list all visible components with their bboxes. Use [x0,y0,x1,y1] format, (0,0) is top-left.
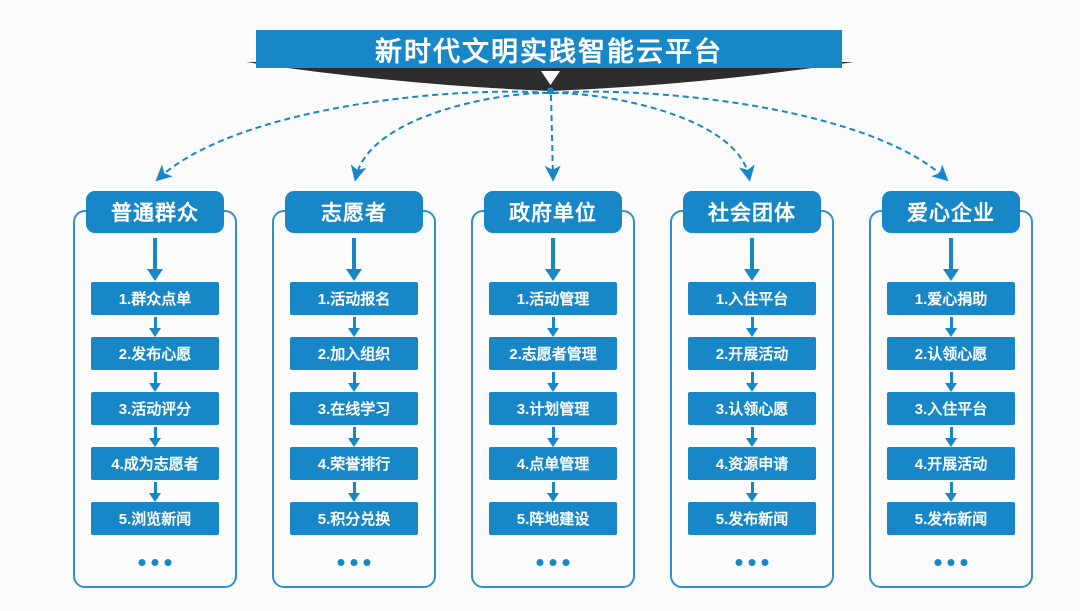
dot [350,559,358,566]
column-volunteers: 志愿者 1.活动报名 2.加入组织 3.在线学习 4.荣誉排行 5.积分兑换 [272,191,436,588]
dot [138,559,146,566]
more-dots-icon [735,559,769,566]
down-arrow-icon [352,238,356,269]
more-dots-icon [536,559,570,566]
flow-step-2: 2.加入组织 [290,337,418,370]
down-arrow-icon [153,372,157,383]
connector-to-column-5 [552,90,949,182]
down-arrow-icon [551,317,555,328]
column-caring-enterprises: 爱心企业 1.爱心捐助 2.认领心愿 3.入住平台 4.开展活动 5.发布新闻 [869,191,1033,588]
flow-step-4: 4.成为志愿者 [91,447,219,480]
column-government: 政府单位 1.活动管理 2.志愿者管理 3.计划管理 4.点单管理 5.阵地建设 [471,191,635,588]
down-arrow-icon [750,238,754,269]
flow-step-3: 3.入住平台 [887,392,1015,425]
dot [549,559,557,566]
flow-step-2: 2.发布心愿 [91,337,219,370]
platform-title: 新时代文明实践智能云平台 [375,36,723,67]
down-arrow-icon [352,482,356,493]
column-title: 普通群众 [86,191,224,233]
down-arrow-icon [551,372,555,383]
flow-step-4: 4.荣誉排行 [290,447,418,480]
dot [761,559,769,566]
dot [947,559,955,566]
flow-step-4: 4.点单管理 [489,447,617,480]
column-title: 政府单位 [484,191,622,233]
flow-step-2: 2.认领心愿 [887,337,1015,370]
flow-step-3: 3.活动评分 [91,392,219,425]
down-arrow-icon [551,427,555,438]
column-general-public: 普通群众 1.群众点单 2.发布心愿 3.活动评分 4.成为志愿者 5.浏览新闻 [73,191,237,588]
down-arrow-icon [153,317,157,328]
flow-step-2: 2.开展活动 [688,337,816,370]
down-arrow-icon [551,482,555,493]
flow-step-2: 2.志愿者管理 [489,337,617,370]
dot [337,559,345,566]
flow-step-5: 5.发布新闻 [688,502,816,535]
more-dots-icon [138,559,172,566]
down-arrow-icon [949,482,953,493]
connector-to-column-3 [544,94,561,182]
down-arrow-icon [551,238,555,269]
down-arrow-icon [153,482,157,493]
connector-to-column-2 [350,91,550,182]
platform-title-banner: 新时代文明实践智能云平台 [256,30,842,68]
dot [960,559,968,566]
down-arrow-icon [750,317,754,328]
down-arrow-icon [949,238,953,269]
down-arrow-icon [352,372,356,383]
flow-step-3: 3.在线学习 [290,392,418,425]
more-dots-icon [337,559,371,566]
flow-step-1: 1.活动管理 [489,282,617,315]
down-arrow-icon [949,372,953,383]
dot [562,559,570,566]
banner-arrow-icon [541,71,560,85]
down-arrow-icon [750,427,754,438]
dot [164,559,172,566]
flow-step-3: 3.计划管理 [489,392,617,425]
dot [363,559,371,566]
column-title: 志愿者 [285,191,423,233]
column-title: 爱心企业 [882,191,1020,233]
dot [748,559,756,566]
flow-step-5: 5.阵地建设 [489,502,617,535]
flow-step-1: 1.群众点单 [91,282,219,315]
flow-step-1: 1.活动报名 [290,282,418,315]
flow-step-5: 5.积分兑换 [290,502,418,535]
dot [151,559,159,566]
flow-step-4: 4.开展活动 [887,447,1015,480]
flow-step-1: 1.入住平台 [688,282,816,315]
down-arrow-icon [153,427,157,438]
connector-to-column-4 [551,91,755,182]
flow-step-5: 5.浏览新闻 [91,502,219,535]
flow-step-5: 5.发布新闻 [887,502,1015,535]
down-arrow-icon [352,427,356,438]
column-title: 社会团体 [683,191,821,233]
dot [735,559,743,566]
down-arrow-icon [352,317,356,328]
down-arrow-icon [153,238,157,269]
flow-step-3: 3.认领心愿 [688,392,816,425]
down-arrow-icon [750,482,754,493]
dot [934,559,942,566]
down-arrow-icon [949,427,953,438]
flow-step-1: 1.爱心捐助 [887,282,1015,315]
more-dots-icon [934,559,968,566]
down-arrow-icon [750,372,754,383]
dot [536,559,544,566]
flow-step-4: 4.资源申请 [688,447,816,480]
column-social-groups: 社会团体 1.入住平台 2.开展活动 3.认领心愿 4.资源申请 5.发布新闻 [670,191,834,588]
down-arrow-icon [949,317,953,328]
connector-to-column-1 [155,90,549,182]
